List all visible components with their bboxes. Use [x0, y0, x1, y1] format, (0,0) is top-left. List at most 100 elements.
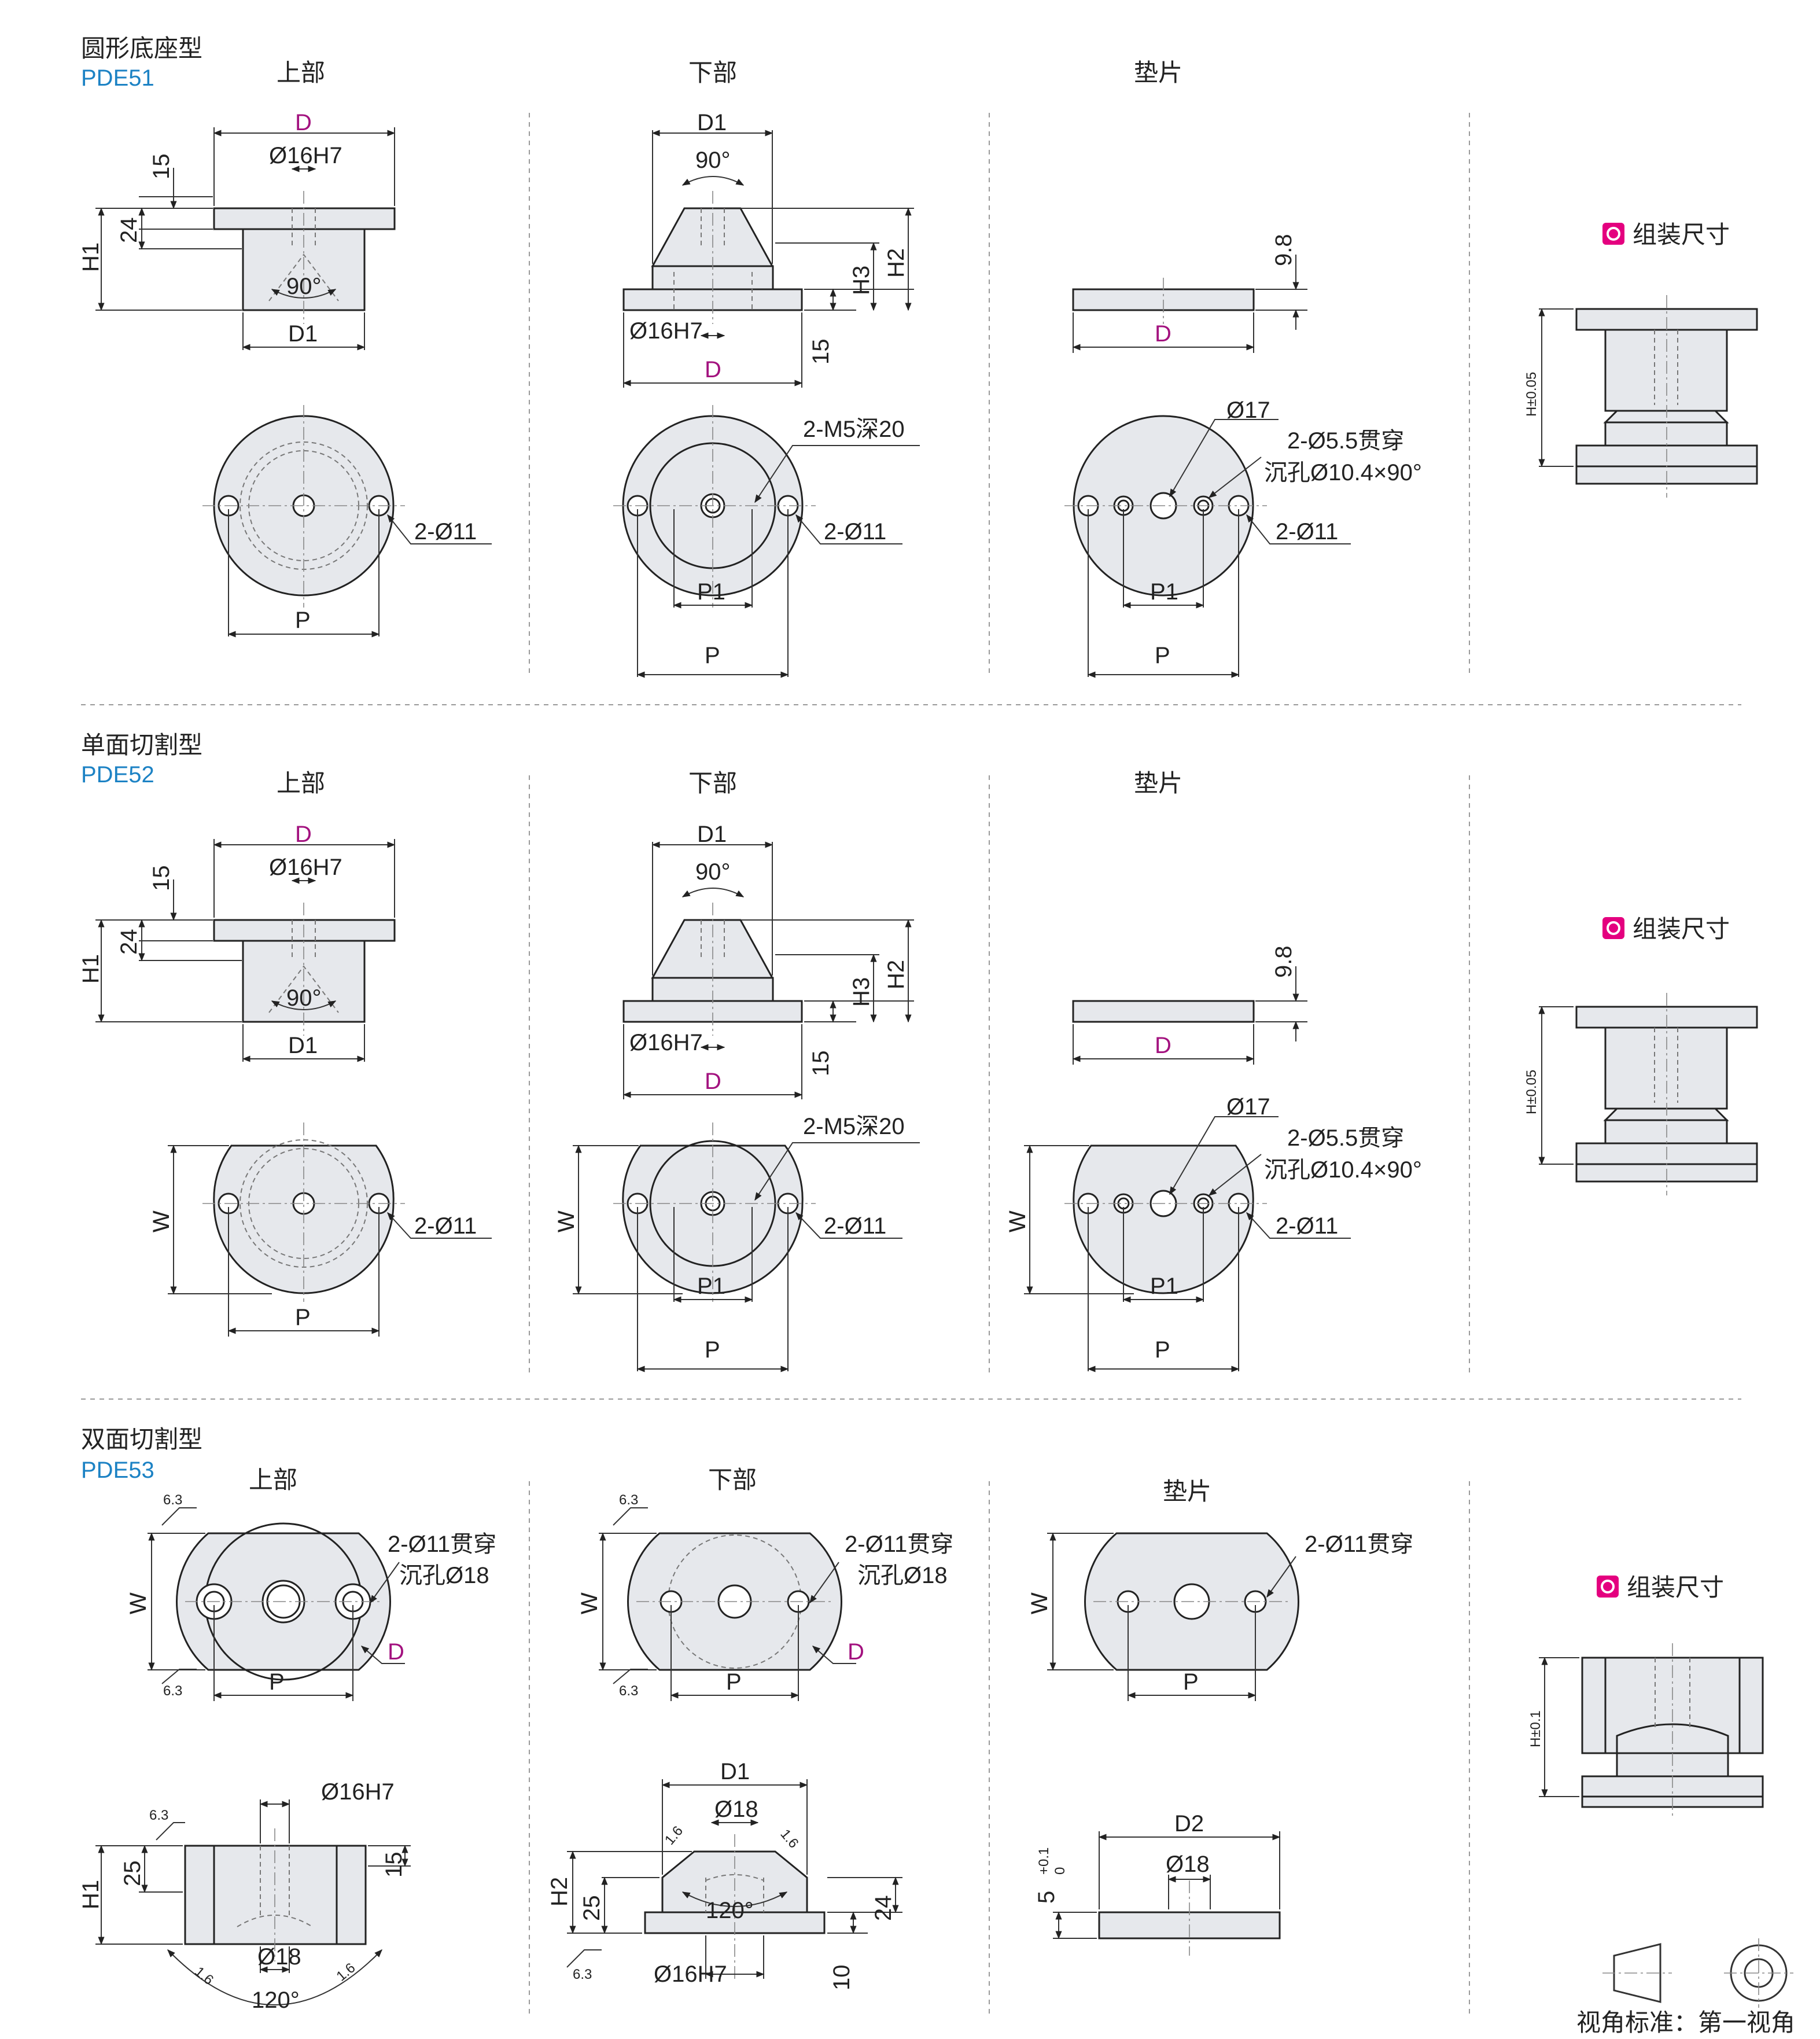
dim-bore: Ø16H7	[629, 318, 703, 344]
callout-tapped: 2-M5深20	[803, 1114, 905, 1139]
dim-H1: H1	[78, 242, 104, 272]
dim-W: W	[1005, 1210, 1030, 1232]
magenta-badge-icon	[1597, 1576, 1619, 1598]
callout-2-11: 2-Ø11	[414, 1213, 477, 1239]
dim-17: Ø17	[1226, 398, 1270, 423]
callout-2-11: 2-Ø11	[414, 519, 477, 544]
chamfer-1-6: 1.6	[777, 1827, 801, 1852]
dim-25: 25	[120, 1861, 145, 1887]
pde51-shim-side-view: D 9.8	[1072, 234, 1307, 353]
dim-angle-90: 90°	[695, 148, 731, 173]
chamfer-1-6: 1.6	[334, 1960, 359, 1984]
section-type-name: 圆形底座型	[81, 35, 202, 62]
section-separators	[81, 113, 1741, 2014]
callout-through-b: 沉孔Ø18	[399, 1563, 489, 1588]
view-title-upper: 上部	[277, 59, 325, 86]
dim-H1: H1	[78, 1880, 104, 1909]
dim-P: P	[1155, 643, 1170, 668]
dim-D1: D1	[720, 1759, 750, 1784]
pde52-assembly-view: H±0.05	[1524, 993, 1758, 1195]
dim-H-tol: H±0.05	[1524, 372, 1539, 417]
dim-angle-90: 90°	[286, 274, 322, 299]
section-header-pde52: 单面切割型 PDE52	[81, 731, 202, 787]
pde51-assembly-view: H±0.05	[1524, 295, 1758, 498]
dim-25: 25	[579, 1896, 605, 1922]
assembly-title: 组装尺寸	[1633, 915, 1730, 943]
pde53-upper-top-view: W P 6.3 6.3 2-Ø11贯穿 沉孔Ø18 D	[126, 1492, 496, 1701]
callout-cbore-a: 2-Ø5.5贯穿	[1287, 428, 1404, 454]
dim-5-tol-lower: 0	[1052, 1867, 1068, 1875]
dim-5-tol-upper: +0.1	[1036, 1847, 1052, 1875]
dim-P: P	[705, 1337, 720, 1363]
dim-D: D	[295, 110, 312, 135]
view-titles: 上部 下部 垫片 上部 下部 垫片 上部 下部 垫片	[249, 59, 1211, 1505]
dim-P: P	[295, 1305, 311, 1330]
dim-15: 15	[808, 1051, 834, 1077]
view-title-shim: 垫片	[1134, 770, 1182, 797]
pde51-shim-top-view: P1 P Ø17 2-Ø5.5贯穿 沉孔Ø10.4×90° 2-Ø11	[1064, 398, 1422, 678]
pde53-shim-side-view: D2 Ø18 5 +0.1 0	[1034, 1811, 1281, 1956]
view-title-upper: 上部	[249, 1466, 297, 1493]
pde51-upper-side-view: D Ø16H7 D1 H1 15 24 90°	[78, 110, 396, 351]
dim-W: W	[1027, 1592, 1052, 1614]
first-angle-projection-symbol	[1602, 1938, 1793, 2008]
pde51-lower-top-view: P1 P 2-M5深20 2-Ø11	[613, 405, 920, 678]
dim-W: W	[577, 1592, 602, 1614]
dim-D: D	[705, 357, 721, 382]
chamfer-1-6: 1.6	[662, 1823, 686, 1848]
pde52-shim-side-view: D 9.8	[1072, 945, 1307, 1065]
model-code: PDE52	[81, 762, 154, 787]
dim-bore: Ø16H7	[321, 1779, 395, 1805]
dim-P1: P1	[1150, 1274, 1178, 1299]
magenta-badge-icon	[1602, 223, 1624, 245]
view-title-shim: 垫片	[1134, 59, 1182, 86]
dim-angle-120: 120°	[706, 1898, 754, 1923]
dim-H2: H2	[883, 248, 909, 278]
dim-angle-120: 120°	[252, 1988, 300, 2013]
chamfer-6-3: 6.3	[619, 1683, 638, 1699]
chamfer-6-3: 6.3	[163, 1492, 182, 1508]
section-header-pde51: 圆形底座型 PDE51	[81, 35, 202, 91]
dim-17: Ø17	[1226, 1094, 1270, 1120]
callout-2-11: 2-Ø11	[824, 1213, 886, 1239]
dim-W: W	[126, 1592, 151, 1614]
dim-D1: D1	[288, 1033, 318, 1058]
dim-9-8: 9.8	[1271, 234, 1296, 266]
pde52-shim-top-view: W P1 P Ø17 2-Ø5.5贯穿 沉孔Ø10.4×90° 2-Ø11	[1005, 1094, 1422, 1372]
dim-H3: H3	[849, 266, 874, 295]
view-title-lower: 下部	[688, 59, 737, 86]
callout-tapped: 2-M5深20	[803, 417, 905, 442]
dim-P: P	[726, 1669, 742, 1695]
pde52-lower-top-view: W P1 P 2-M5深20 2-Ø11	[554, 1114, 920, 1372]
dim-18: Ø18	[1166, 1852, 1210, 1877]
pde53-upper-side-view: Ø16H7 H1 25 15 Ø18 120° 1.6 1.6 6.3	[78, 1779, 411, 2013]
pde52-upper-top-view: W P 2-Ø11	[149, 1122, 492, 1337]
dim-bore: Ø16H7	[269, 855, 342, 880]
view-title-lower: 下部	[688, 770, 737, 797]
dim-D2: D2	[1174, 1811, 1204, 1836]
dim-24: 24	[116, 929, 142, 955]
dim-H2: H2	[547, 1877, 572, 1906]
model-code: PDE51	[81, 65, 154, 91]
dim-P: P	[295, 608, 311, 633]
callout-through-a: 2-Ø11贯穿	[1305, 1532, 1413, 1557]
view-title-upper: 上部	[277, 770, 325, 797]
callout-2-11: 2-Ø11	[1276, 1213, 1338, 1239]
dim-D: D	[388, 1639, 404, 1665]
pde52-lower-side-view: D1 90° D Ø16H7 H2 H3 15	[622, 822, 914, 1099]
dim-D: D	[848, 1639, 864, 1665]
dim-W: W	[554, 1210, 579, 1232]
assembly-title: 组装尺寸	[1627, 1574, 1724, 1601]
pde53-assembly-view: H±0.1	[1528, 1643, 1764, 1817]
magenta-badge-icon	[1602, 917, 1624, 939]
dim-D: D	[1155, 321, 1171, 347]
dim-H3: H3	[849, 977, 874, 1007]
view-title-shim: 垫片	[1163, 1478, 1211, 1505]
dim-9-8: 9.8	[1271, 945, 1296, 978]
dim-bore: Ø16H7	[629, 1030, 703, 1055]
dim-W: W	[149, 1210, 174, 1232]
dim-bore: Ø16H7	[654, 1961, 727, 1987]
dim-H-tol: H±0.1	[1528, 1710, 1543, 1747]
chamfer-1-6: 1.6	[191, 1964, 216, 1988]
